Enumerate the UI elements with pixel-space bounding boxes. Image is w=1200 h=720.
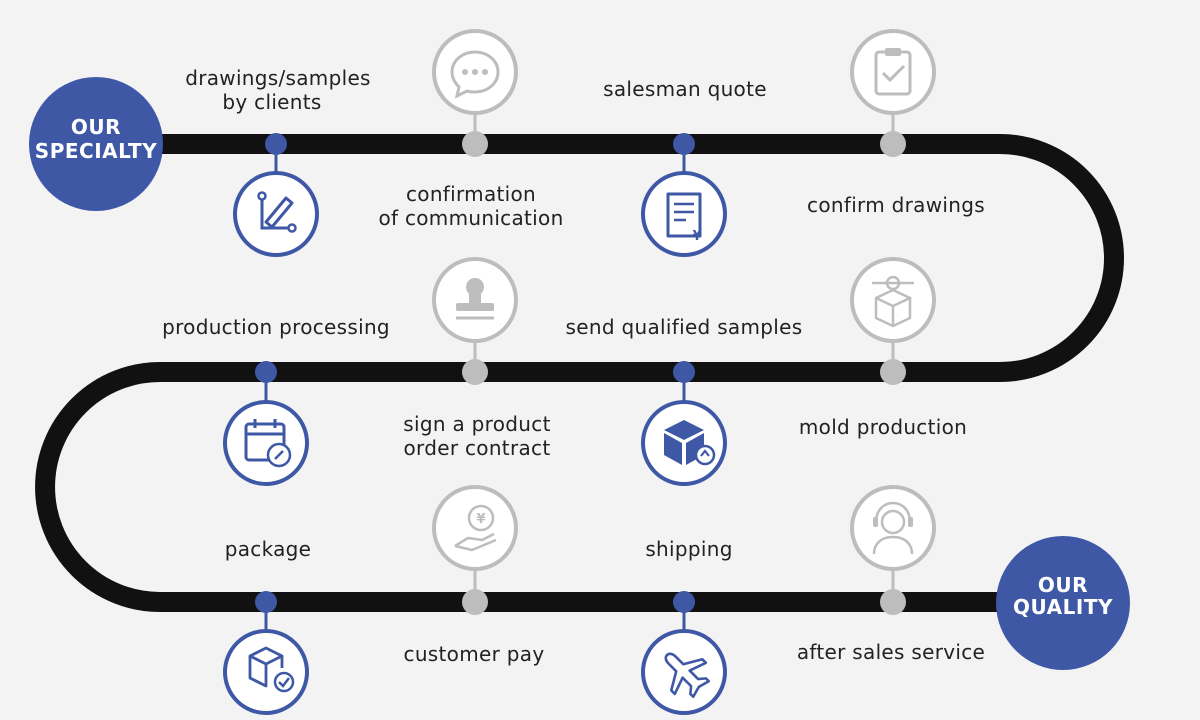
step-label-line-2: by clients (222, 90, 321, 114)
step-label-line-1: mold production (799, 415, 967, 439)
badge-our-quality: OUR QUALITY (996, 536, 1130, 670)
step-label-line-1: production processing (162, 315, 390, 339)
step-label-line-1: confirmation (406, 182, 536, 206)
badge-end-line-2: QUALITY (1013, 595, 1113, 619)
step-sign-contract: sign a product order contract (403, 257, 551, 460)
step-label-line-1: customer pay (404, 642, 545, 666)
chat-bubble-icon (432, 29, 518, 115)
svg-text:¥: ¥ (692, 229, 701, 244)
pencil-path-icon (233, 171, 319, 257)
airplane-icon (641, 629, 727, 715)
step-drawings-samples: drawings/samples by clients (185, 66, 371, 257)
step-production-processing: production processing (162, 315, 390, 486)
step-send-qualified-samples: send qualified samples (566, 315, 803, 486)
step-confirm-drawings: confirm drawings (807, 29, 985, 217)
step-confirmation-communication: confirmation of communication (378, 29, 563, 230)
step-label-line-1: after sales service (797, 640, 985, 664)
step-label-line-1: shipping (645, 537, 732, 561)
step-label-line-1: package (225, 537, 312, 561)
step-after-sales-service: after sales service (797, 485, 985, 664)
step-label-line-2: order contract (404, 436, 551, 460)
step-label-line-1: sign a product (403, 412, 550, 436)
step-label-line-1: salesman quote (603, 77, 767, 101)
step-label-line-2: of communication (378, 206, 563, 230)
mold-package-icon (850, 257, 936, 343)
package-check-icon (223, 629, 309, 715)
badge-end-line-1: OUR (1038, 573, 1088, 597)
step-package: package (223, 537, 312, 715)
step-label-line-1: drawings/samples (185, 66, 371, 90)
step-label-line-1: confirm drawings (807, 193, 985, 217)
svg-text:¥: ¥ (476, 512, 485, 527)
step-salesman-quote: ¥ salesman quote (603, 77, 767, 257)
stamp-icon (432, 257, 518, 343)
clipboard-check-icon (850, 29, 936, 115)
box-upload-icon (641, 400, 727, 486)
step-mold-production: mold production (799, 257, 967, 439)
hand-coin-icon: ¥ (432, 485, 518, 571)
calendar-settings-icon (223, 400, 309, 486)
quote-document-icon: ¥ (641, 171, 727, 257)
step-label-line-1: send qualified samples (566, 315, 803, 339)
headset-agent-icon (850, 485, 936, 571)
badge-start-line-2: SPECIALTY (35, 139, 157, 163)
process-track (35, 134, 1124, 612)
step-shipping: shipping (641, 537, 732, 715)
step-customer-pay: ¥ customer pay (404, 485, 545, 666)
badge-start-line-1: OUR (71, 115, 121, 139)
badge-our-specialty: OUR SPECIALTY (29, 77, 163, 211)
